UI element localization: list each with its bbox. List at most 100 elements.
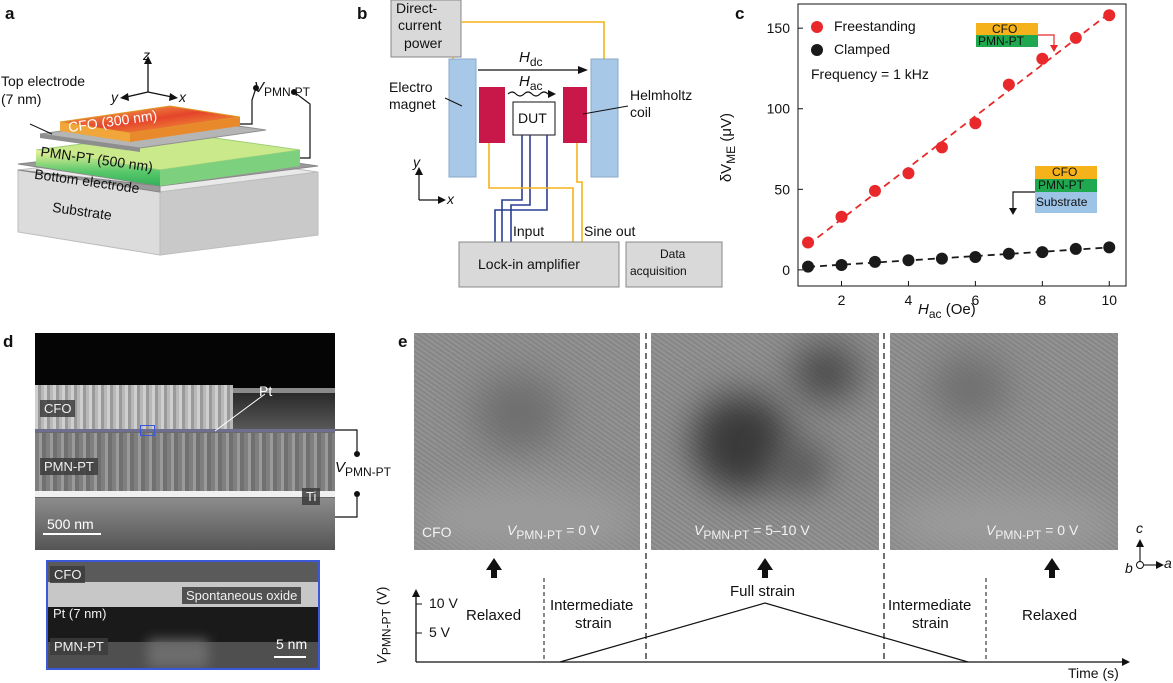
chart-xlabel-main: H xyxy=(918,301,929,318)
hac-arrowhead xyxy=(548,90,556,98)
e-full-strain: Full strain xyxy=(730,583,796,600)
helmholtz-block xyxy=(590,58,619,178)
lockin-box xyxy=(458,241,620,288)
frequency-label: Frequency = 1 kHz xyxy=(811,66,929,82)
input-wire-1 xyxy=(501,135,523,242)
device-schematic xyxy=(17,56,319,256)
stack2-cfo: CFO xyxy=(1052,165,1078,179)
inset-pt-label: Pt (7 nm) xyxy=(53,606,107,621)
tem1-contrast xyxy=(474,373,564,453)
e-ytick-5: 5 V xyxy=(429,624,451,640)
dc-wire-right xyxy=(461,21,605,60)
tem-relaxed-1 xyxy=(414,333,640,550)
sem-step xyxy=(233,393,335,431)
e-relaxed-2: Relaxed xyxy=(1022,607,1078,624)
x-axis-arrow xyxy=(169,93,178,101)
d-ti-label: Ti xyxy=(302,488,321,505)
data-point-series-1 xyxy=(1002,247,1015,260)
stack1-cfo: CFO xyxy=(992,22,1018,36)
a-axis-x: x xyxy=(179,89,186,105)
b-axis-x: x xyxy=(447,191,454,207)
b-hac-label: Hac xyxy=(519,73,543,93)
stack2-pmnpt-block xyxy=(1035,179,1097,192)
top-electrode-leader xyxy=(29,123,53,135)
d-pmnpt-label: PMN-PT xyxy=(40,458,98,475)
electromagnet-pole xyxy=(479,87,505,143)
b-dc-power-2: current xyxy=(398,17,442,33)
chart-ytick-label: 150 xyxy=(767,20,791,36)
chart-xlabel-sub: ac xyxy=(928,307,942,321)
daq-box xyxy=(625,241,723,288)
data-point-series-0 xyxy=(969,117,982,130)
panel-label-a: a xyxy=(5,4,15,23)
e-ylabel-unit: (V) xyxy=(373,586,390,610)
sem-vacuum xyxy=(35,333,335,388)
b-hdc-sub: dc xyxy=(529,55,543,69)
dc-power-box xyxy=(390,0,462,58)
e-axis-c: c xyxy=(1136,520,1143,536)
stack2-cfo-block xyxy=(1035,166,1097,179)
data-point-series-0 xyxy=(1103,9,1116,22)
tem-relaxed-2 xyxy=(890,333,1118,550)
substrate-side xyxy=(159,171,319,256)
vprobe-bottom-terminal xyxy=(291,89,297,95)
tem3-lower xyxy=(890,493,1118,550)
stack2-substrate: Substrate xyxy=(1036,195,1088,209)
chart-ytick-label: 100 xyxy=(767,101,791,117)
b-hdc-h: H xyxy=(519,49,530,66)
d-cfo-label: CFO xyxy=(40,400,76,417)
vprobe-bottom-wire xyxy=(293,91,311,159)
b-dc-power-3: power xyxy=(404,35,443,51)
data-point-series-0 xyxy=(935,141,948,154)
e-relaxed-1: Relaxed xyxy=(466,607,522,624)
b-daq-1: Data xyxy=(660,247,686,261)
input-wire-3 xyxy=(494,135,548,242)
e-voltage-profile xyxy=(559,602,969,663)
hdc-arrowhead xyxy=(578,66,588,74)
b-hdc-label: Hdc xyxy=(519,49,543,69)
data-point-series-0 xyxy=(835,210,848,223)
x-axis-line xyxy=(147,91,173,98)
b-daq-2: acquisition xyxy=(630,264,687,278)
electromagnet-leader xyxy=(444,97,463,107)
pmnpt-side xyxy=(160,150,300,186)
e-profile-yaxis-arrow xyxy=(412,589,420,597)
electromagnet-block xyxy=(448,58,477,178)
data-point-series-1 xyxy=(835,259,848,272)
e-img3-vsub: PMN-PT xyxy=(995,527,1042,542)
data-point-series-0 xyxy=(1069,31,1082,44)
e-axis-a: a xyxy=(1164,555,1172,571)
e-img2-val: = 5–10 V xyxy=(749,522,810,538)
e-time-label: Time (s) xyxy=(1068,665,1119,681)
chart-xtick-label: 4 xyxy=(905,292,913,308)
sine-wire-1 xyxy=(488,143,574,242)
e-img2-v: V xyxy=(694,522,704,538)
b-helmholtz-2: coil xyxy=(630,104,652,120)
d-overlays xyxy=(214,393,360,518)
d-voltage-v: V xyxy=(335,459,346,476)
e-intermediate-1a: Intermediate xyxy=(550,597,634,614)
data-point-series-0 xyxy=(1036,52,1049,65)
data-point-series-0 xyxy=(902,167,915,180)
a-voltage-sub: PMN-PT xyxy=(264,85,311,99)
legend-clamped: Clamped xyxy=(834,41,891,57)
tem1-lower xyxy=(414,483,640,550)
z-axis-arrow xyxy=(144,56,152,64)
cfo-side xyxy=(130,117,240,142)
e-intermediate-2b: strain xyxy=(912,615,949,632)
inset-oxide-label: Spontaneous oxide xyxy=(182,587,302,604)
e-img3-val: = 0 V xyxy=(1041,522,1079,538)
chart-points xyxy=(802,9,1116,273)
e-axis-b: b xyxy=(1125,560,1133,576)
e-b-axis-marker xyxy=(1136,561,1144,569)
b-hac-h: H xyxy=(519,73,530,90)
a-top-electrode-thickness: (7 nm) xyxy=(1,91,42,107)
b-hac-sub: ac xyxy=(529,79,543,93)
d-voltage-sub: PMN-PT xyxy=(345,465,392,479)
legend-freestanding-marker xyxy=(811,21,823,33)
chart-xtick-label: 2 xyxy=(838,292,846,308)
e-up-arrow-1 xyxy=(486,558,502,578)
b-dut-label: DUT xyxy=(518,110,547,126)
a-voltage-label: VPMN-PT xyxy=(254,79,311,99)
